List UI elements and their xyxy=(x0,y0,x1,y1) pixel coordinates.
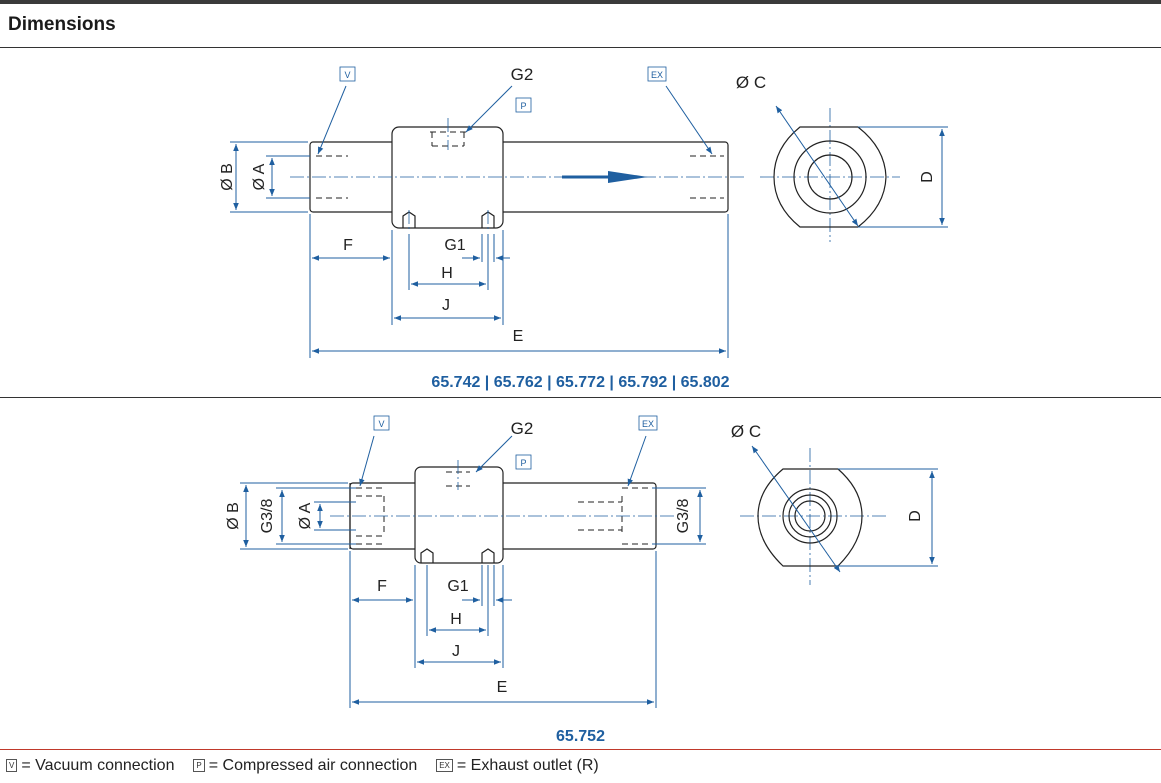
ejector-2-body xyxy=(349,466,657,564)
model-numbers-drawing-2: 65.752 xyxy=(556,728,605,745)
b-label: Ø B xyxy=(219,163,236,191)
g1-label: G1 xyxy=(444,237,465,254)
e-label-2: E xyxy=(497,679,508,696)
drawing-2: V P EX G2 Ø C Ø B G3/8 Ø A G3/8 D F G1 H… xyxy=(225,415,938,708)
h-label: H xyxy=(441,265,453,282)
title-divider xyxy=(0,47,1161,48)
f-label-2: F xyxy=(377,578,387,595)
g2-label: G2 xyxy=(511,65,534,84)
exhaust-legend-text: = Exhaust outlet (R) xyxy=(456,757,599,774)
legend-divider xyxy=(0,749,1161,750)
section-divider xyxy=(0,397,1161,398)
d-label: D xyxy=(919,171,936,183)
g38-left-label: G3/8 xyxy=(259,499,276,534)
v-port-label-2: V xyxy=(378,419,384,429)
c-label-2: Ø C xyxy=(731,422,761,441)
compressed-air-legend-text: = Compressed air connection xyxy=(208,757,418,774)
a-label-2: Ø A xyxy=(297,502,314,529)
exhaust-legend-icon: EX xyxy=(436,759,453,772)
a-label: Ø A xyxy=(251,163,268,190)
p-port-label-2: P xyxy=(520,458,526,468)
v-port-label: V xyxy=(344,70,350,80)
top-rule xyxy=(0,0,1161,4)
b-label-2: Ø B xyxy=(225,502,242,530)
g2-label-2: G2 xyxy=(511,419,534,438)
e-label: E xyxy=(513,328,524,345)
ex-port-label: EX xyxy=(651,70,663,80)
g1-label-2: G1 xyxy=(447,578,468,595)
c-label: Ø C xyxy=(736,73,766,92)
j-label-2: J xyxy=(452,643,460,660)
h-label-2: H xyxy=(450,611,462,628)
model-numbers-drawing-1: 65.742 | 65.762 | 65.772 | 65.792 | 65.8… xyxy=(431,374,730,391)
g38-right-label: G3/8 xyxy=(675,499,692,534)
p-port-label: P xyxy=(520,101,526,111)
f-label: F xyxy=(343,237,353,254)
vacuum-legend-icon: V xyxy=(6,759,18,772)
vacuum-legend-text: = Vacuum connection xyxy=(21,757,175,774)
section-title: Dimensions xyxy=(8,14,116,35)
d-label-2: D xyxy=(907,510,924,522)
legend: V= Vacuum connection P= Compressed air c… xyxy=(6,757,599,775)
drawing-1: V P EX G2 Ø C Ø B Ø A D F G1 H J E xyxy=(219,65,948,358)
compressed-air-legend-icon: P xyxy=(193,759,205,772)
ejector-1-body xyxy=(309,126,729,229)
j-label: J xyxy=(442,297,450,314)
ex-port-label-2: EX xyxy=(642,419,654,429)
